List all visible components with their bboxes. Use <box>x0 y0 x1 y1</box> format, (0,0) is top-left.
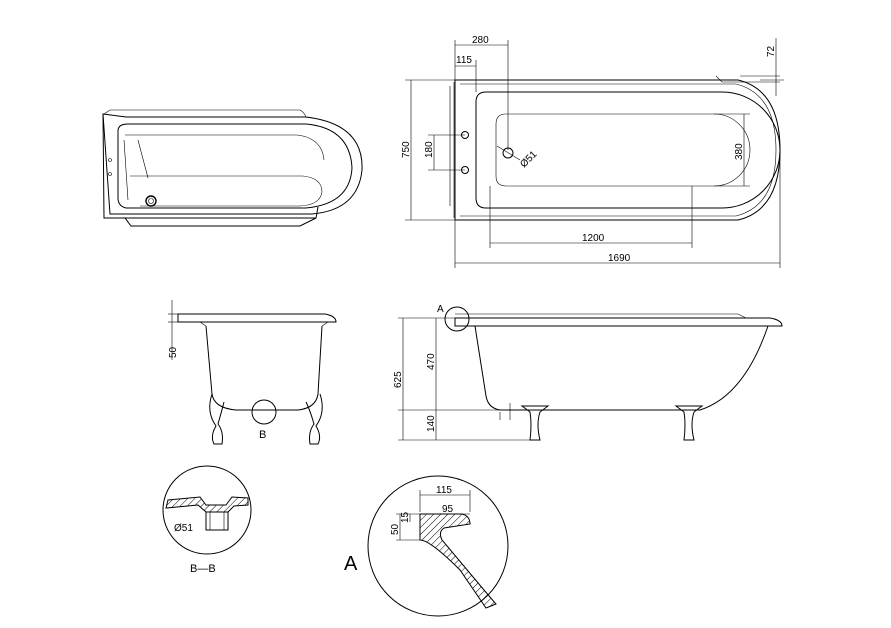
plan-dim-72: 72 <box>766 45 777 57</box>
plan-dim-drain: Ø51 <box>518 149 539 170</box>
detail-a-marker-icon <box>444 306 470 332</box>
bb-label: B—B <box>190 563 216 575</box>
detail-a: 115 95 50 15 A <box>344 475 509 617</box>
detail-dim-15: 15 <box>400 511 411 523</box>
bathtub-side-elevation: A 625 470 140 <box>393 304 783 441</box>
detail-dim-115: 115 <box>436 485 452 496</box>
detail-dim-95: 95 <box>442 504 454 515</box>
plan-dim-280: 280 <box>472 35 489 46</box>
section-b-marker-icon <box>251 399 277 425</box>
plan-dim-380: 380 <box>734 143 745 160</box>
plan-dim-750: 750 <box>401 141 412 158</box>
plan-dim-1200: 1200 <box>582 233 605 244</box>
detail-a-label: A <box>344 553 358 575</box>
overflow-hole-icon <box>108 172 112 176</box>
bathtub-end-elevation: B 50 <box>168 300 337 445</box>
plan-dim-115: 115 <box>456 55 472 66</box>
side-dim-470: 470 <box>426 353 437 370</box>
section-bb-detail: Ø51 B—B <box>162 465 252 575</box>
plan-dim-180: 180 <box>424 141 435 158</box>
side-dim-140: 140 <box>426 415 437 432</box>
plan-dim-1690: 1690 <box>608 253 631 264</box>
side-dim-625: 625 <box>393 371 404 388</box>
bathtub-perspective-view <box>102 109 363 227</box>
overflow-hole-icon <box>108 158 112 162</box>
drain-outlet-icon <box>145 195 157 207</box>
end-section-mark: B <box>259 429 266 441</box>
detail-dim-50: 50 <box>390 523 401 535</box>
side-detail-mark: A <box>437 304 444 315</box>
bathtub-plan-view: 280 115 72 750 180 380 Ø51 1200 1690 <box>401 35 784 268</box>
bb-dim-drain: Ø51 <box>174 523 193 534</box>
end-dim-50: 50 <box>168 346 179 358</box>
